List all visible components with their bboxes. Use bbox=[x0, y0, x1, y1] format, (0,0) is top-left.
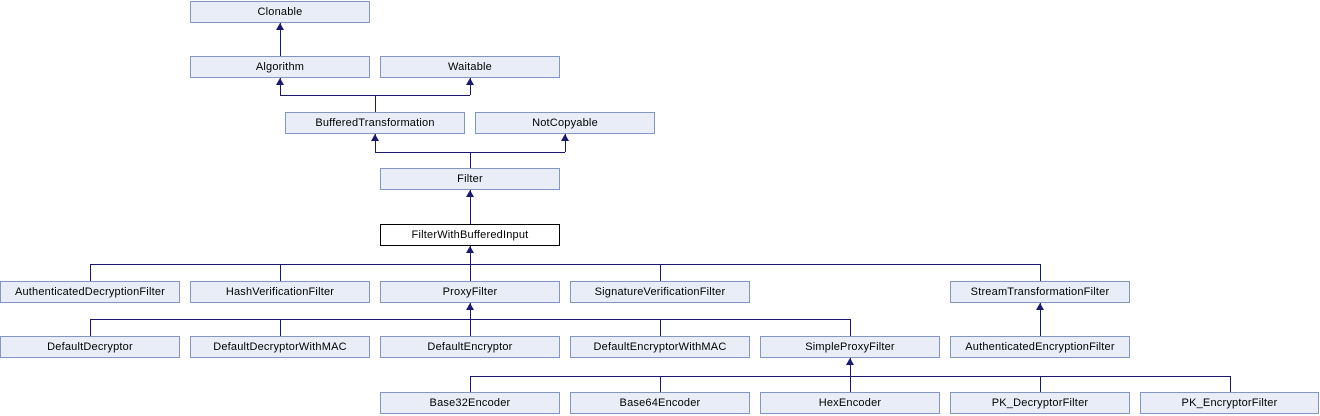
inheritance-edge-segment bbox=[1040, 303, 1041, 336]
class-node-pk-decryptor-filter[interactable]: PK_DecryptorFilter bbox=[950, 392, 1130, 414]
class-node-default-encryptor-with-mac[interactable]: DefaultEncryptorWithMAC bbox=[570, 336, 750, 358]
class-node-pk-encryptor-filter[interactable]: PK_EncryptorFilter bbox=[1140, 392, 1319, 414]
inheritance-edge-segment bbox=[280, 264, 281, 281]
inheritance-edge-segment bbox=[90, 264, 1040, 265]
inheritance-edge-segment bbox=[90, 319, 850, 320]
class-node-label: DefaultEncryptor bbox=[427, 341, 513, 353]
inheritance-arrow-icon bbox=[466, 246, 474, 253]
inheritance-edge-segment bbox=[375, 95, 376, 112]
class-node-label: FilterWithBufferedInput bbox=[411, 229, 529, 241]
inheritance-edge-segment bbox=[565, 134, 566, 152]
class-node-default-decryptor-with-mac[interactable]: DefaultDecryptorWithMAC bbox=[190, 336, 370, 358]
class-node-label: Base32Encoder bbox=[429, 397, 511, 409]
class-node-authenticated-decryption-filter[interactable]: AuthenticatedDecryptionFilter bbox=[0, 281, 180, 303]
inheritance-edge-segment bbox=[1040, 264, 1041, 281]
inheritance-edge-segment bbox=[660, 376, 661, 392]
inheritance-arrow-icon bbox=[846, 358, 854, 365]
inheritance-edge-segment bbox=[470, 246, 471, 264]
class-node-label: BufferedTransformation bbox=[315, 117, 435, 129]
inheritance-arrow-icon bbox=[466, 303, 474, 310]
class-node-label: DefaultEncryptorWithMAC bbox=[593, 341, 727, 353]
class-node-proxy-filter[interactable]: ProxyFilter bbox=[380, 281, 560, 303]
class-node-label: AuthenticatedEncryptionFilter bbox=[965, 341, 1115, 353]
class-node-simple-proxy-filter[interactable]: SimpleProxyFilter bbox=[760, 336, 940, 358]
inheritance-edge-segment bbox=[280, 319, 281, 336]
class-node-label: DefaultDecryptor bbox=[47, 341, 133, 353]
class-node-authenticated-encryption-filter[interactable]: AuthenticatedEncryptionFilter bbox=[950, 336, 1130, 358]
class-node-label: PK_EncryptorFilter bbox=[1181, 397, 1278, 409]
class-node-label: SignatureVerificationFilter bbox=[594, 286, 726, 298]
inheritance-edge-segment bbox=[280, 23, 281, 56]
class-node-not-copyable[interactable]: NotCopyable bbox=[475, 112, 655, 134]
class-node-algorithm[interactable]: Algorithm bbox=[190, 56, 370, 78]
class-node-default-decryptor[interactable]: DefaultDecryptor bbox=[0, 336, 180, 358]
inheritance-edge-segment bbox=[470, 376, 471, 392]
inheritance-edge-segment bbox=[470, 78, 471, 95]
class-node-label: AuthenticatedDecryptionFilter bbox=[14, 286, 166, 298]
class-node-label: Filter bbox=[457, 173, 483, 185]
class-node-base32-encoder[interactable]: Base32Encoder bbox=[380, 392, 560, 414]
inheritance-arrow-icon bbox=[466, 78, 474, 85]
inheritance-edge-segment bbox=[470, 152, 471, 168]
inheritance-arrow-icon bbox=[466, 190, 474, 197]
inheritance-edge-segment bbox=[1040, 376, 1041, 392]
inheritance-edge-segment bbox=[90, 319, 91, 336]
class-node-default-encryptor[interactable]: DefaultEncryptor bbox=[380, 336, 560, 358]
class-node-label: Algorithm bbox=[255, 61, 305, 73]
inheritance-arrow-icon bbox=[561, 134, 569, 141]
inheritance-arrow-icon bbox=[1036, 303, 1044, 310]
inheritance-edge-segment bbox=[850, 319, 851, 336]
class-node-base64-encoder[interactable]: Base64Encoder bbox=[570, 392, 750, 414]
inheritance-arrow-icon bbox=[276, 78, 284, 85]
class-node-waitable[interactable]: Waitable bbox=[380, 56, 560, 78]
class-node-signature-verification-filter[interactable]: SignatureVerificationFilter bbox=[570, 281, 750, 303]
class-node-label: Waitable bbox=[448, 61, 492, 73]
class-node-label: PK_DecryptorFilter bbox=[991, 397, 1089, 409]
class-node-label: DefaultDecryptorWithMAC bbox=[213, 341, 347, 353]
inheritance-arrow-icon bbox=[276, 23, 284, 30]
inheritance-edge-segment bbox=[280, 78, 281, 95]
inheritance-edge-segment bbox=[280, 95, 470, 96]
inheritance-edge-segment bbox=[470, 264, 471, 281]
class-node-label: ProxyFilter bbox=[442, 286, 498, 298]
class-node-clonable[interactable]: Clonable bbox=[190, 1, 370, 23]
class-node-hex-encoder[interactable]: HexEncoder bbox=[760, 392, 940, 414]
inheritance-arrow-icon bbox=[371, 134, 379, 141]
inheritance-edge-segment bbox=[375, 134, 376, 152]
inheritance-edge-segment bbox=[1230, 376, 1231, 392]
inheritance-edge-segment bbox=[470, 190, 471, 224]
class-node-label: Base64Encoder bbox=[619, 397, 701, 409]
class-node-label: Clonable bbox=[257, 6, 303, 18]
class-node-buffered-transformation[interactable]: BufferedTransformation bbox=[285, 112, 465, 134]
inheritance-edge-segment bbox=[375, 152, 565, 153]
inheritance-edge-segment bbox=[470, 376, 1230, 377]
inheritance-edge-segment bbox=[660, 319, 661, 336]
inheritance-edge-segment bbox=[90, 264, 91, 281]
class-node-label: SimpleProxyFilter bbox=[805, 341, 895, 353]
class-node-label: StreamTransformationFilter bbox=[970, 286, 1110, 298]
class-node-filter[interactable]: Filter bbox=[380, 168, 560, 190]
class-node-label: NotCopyable bbox=[532, 117, 598, 129]
class-node-filter-with-buffered-input: FilterWithBufferedInput bbox=[380, 224, 560, 246]
class-node-stream-transformation-filter[interactable]: StreamTransformationFilter bbox=[950, 281, 1130, 303]
class-node-hash-verification-filter[interactable]: HashVerificationFilter bbox=[190, 281, 370, 303]
class-node-label: HexEncoder bbox=[818, 397, 882, 409]
inheritance-edge-segment bbox=[660, 264, 661, 281]
inheritance-edge-segment bbox=[850, 358, 851, 392]
class-node-label: HashVerificationFilter bbox=[225, 286, 335, 298]
